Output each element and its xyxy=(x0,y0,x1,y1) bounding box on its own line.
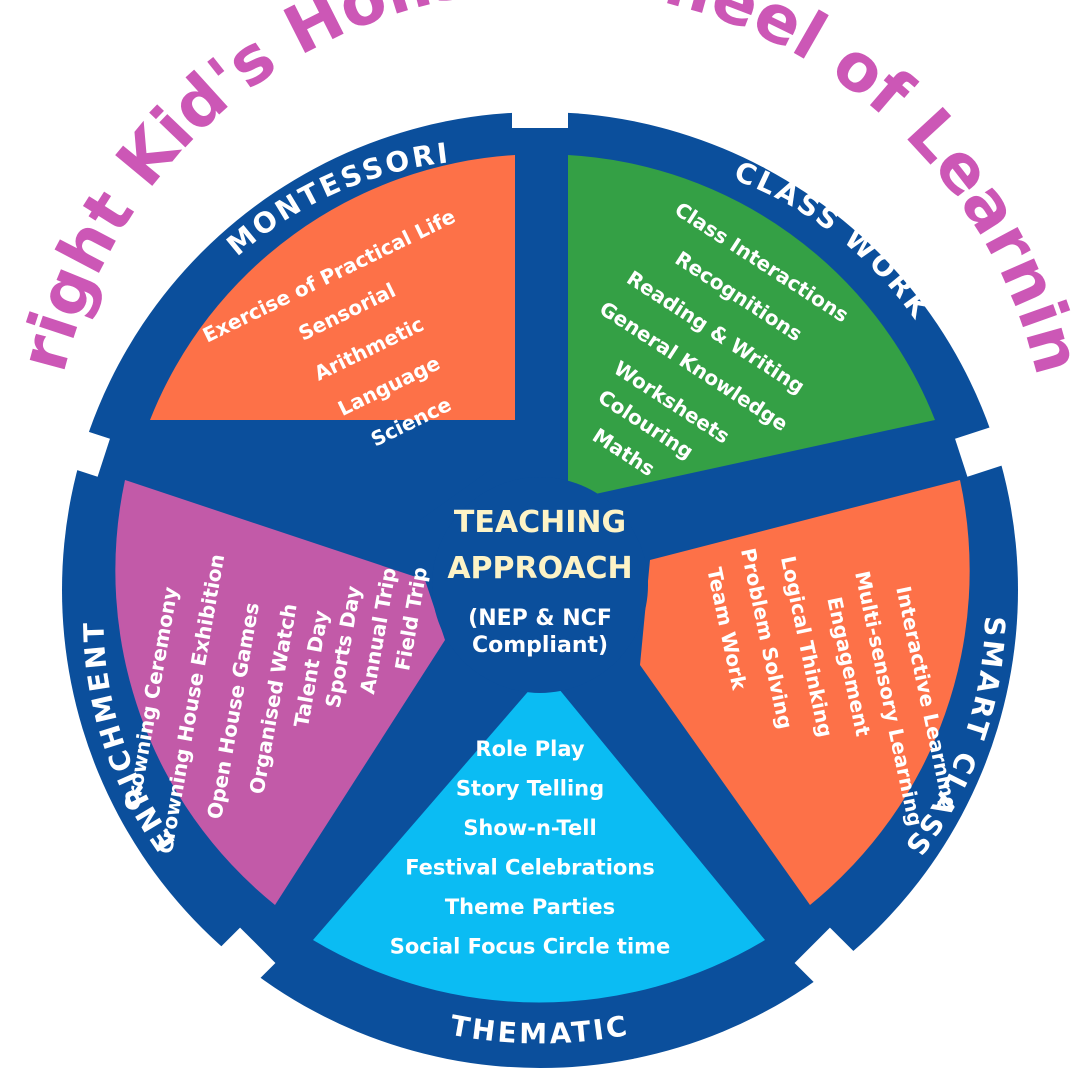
center-title-line2: APPROACH xyxy=(447,551,632,586)
ring-notch-lower-left xyxy=(214,927,276,989)
ring-notch-left xyxy=(50,423,110,477)
thematic-item: Role Play xyxy=(475,737,584,761)
montessori-segment xyxy=(150,155,515,420)
classwork-segment xyxy=(568,155,935,500)
thematic-item: Theme Parties xyxy=(445,895,615,919)
thematic-item: Festival Celebrations xyxy=(405,856,655,880)
center-subtitle-line1: (NEP & NCF xyxy=(468,606,612,631)
center-subtitle-line2: Compliant) xyxy=(472,633,608,658)
ring-notch-right xyxy=(955,423,1015,477)
center-title-line1: TEACHING xyxy=(454,505,626,540)
center-hub: TEACHING APPROACH (NEP & NCF Compliant) xyxy=(432,477,648,693)
thematic-item: Show-n-Tell xyxy=(463,816,596,840)
ring-notch-lower-right xyxy=(794,927,856,989)
thematic-item: Social Focus Circle time xyxy=(390,935,671,959)
ring-notch-top xyxy=(512,100,568,128)
enrichment-segment xyxy=(115,480,446,905)
smartclass-segment xyxy=(640,480,970,905)
thematic-item: Story Telling xyxy=(456,777,604,801)
thematic-segment xyxy=(313,672,765,1003)
